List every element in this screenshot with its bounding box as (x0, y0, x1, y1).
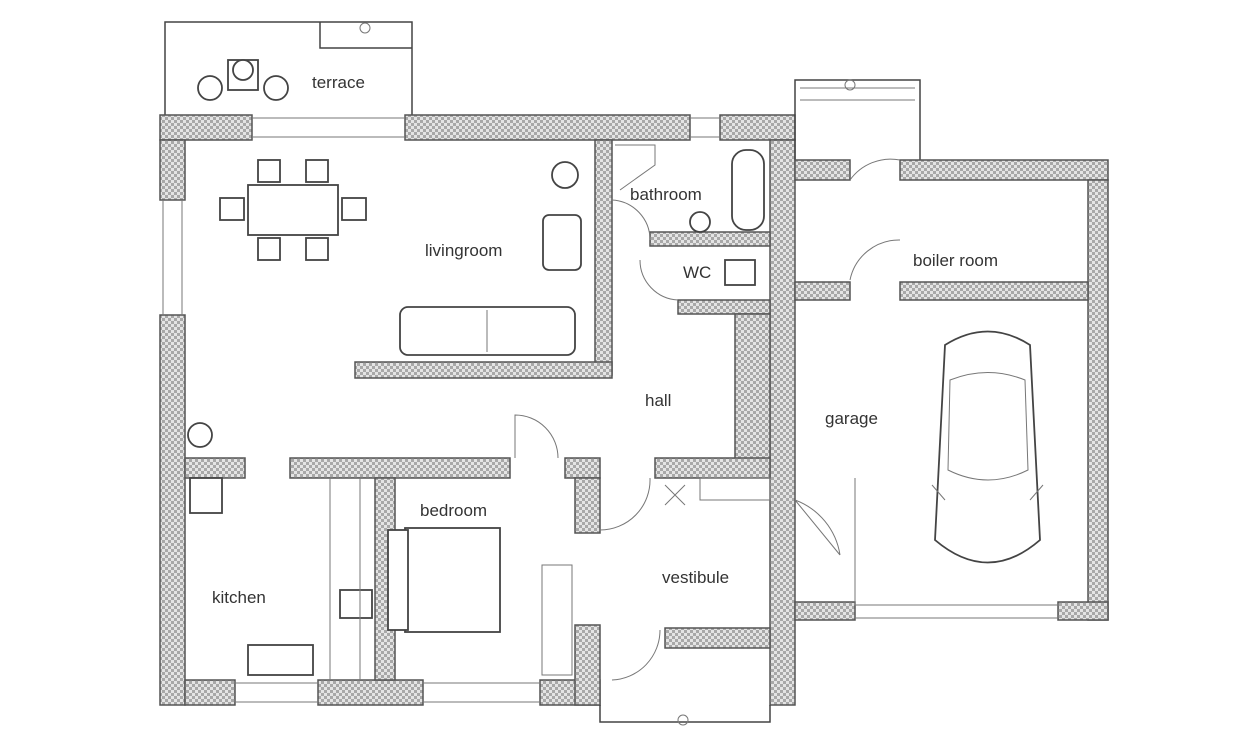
plant (551, 161, 579, 189)
label-livingroom: livingroom (425, 241, 502, 260)
stove (339, 589, 373, 619)
doors (514, 144, 841, 681)
terrace-chair (197, 75, 223, 101)
bed (404, 527, 501, 633)
kitchen-plant (187, 422, 213, 448)
main-walls (159, 114, 796, 726)
label-bathroom: bathroom (630, 185, 702, 204)
dining-table (247, 184, 339, 236)
wc-toilet (724, 259, 756, 286)
terrace-chair (263, 75, 289, 101)
kitchen-sink (247, 644, 314, 676)
toilet (689, 211, 711, 233)
label-boiler-room: boiler room (913, 251, 998, 270)
armchair (542, 214, 582, 271)
garage-block (794, 79, 1109, 621)
label-terrace: terrace (312, 73, 365, 92)
terrace-chair (232, 59, 254, 81)
label-kitchen: kitchen (212, 588, 266, 607)
label-garage: garage (825, 409, 878, 428)
terrace-area (164, 21, 413, 115)
bathtub (731, 149, 765, 231)
label-wc: WC (683, 263, 711, 282)
label-hall: hall (645, 391, 671, 410)
label-bedroom: bedroom (420, 501, 487, 520)
car-icon (931, 330, 1044, 564)
furniture (187, 149, 771, 680)
label-vestibule: vestibule (662, 568, 729, 587)
